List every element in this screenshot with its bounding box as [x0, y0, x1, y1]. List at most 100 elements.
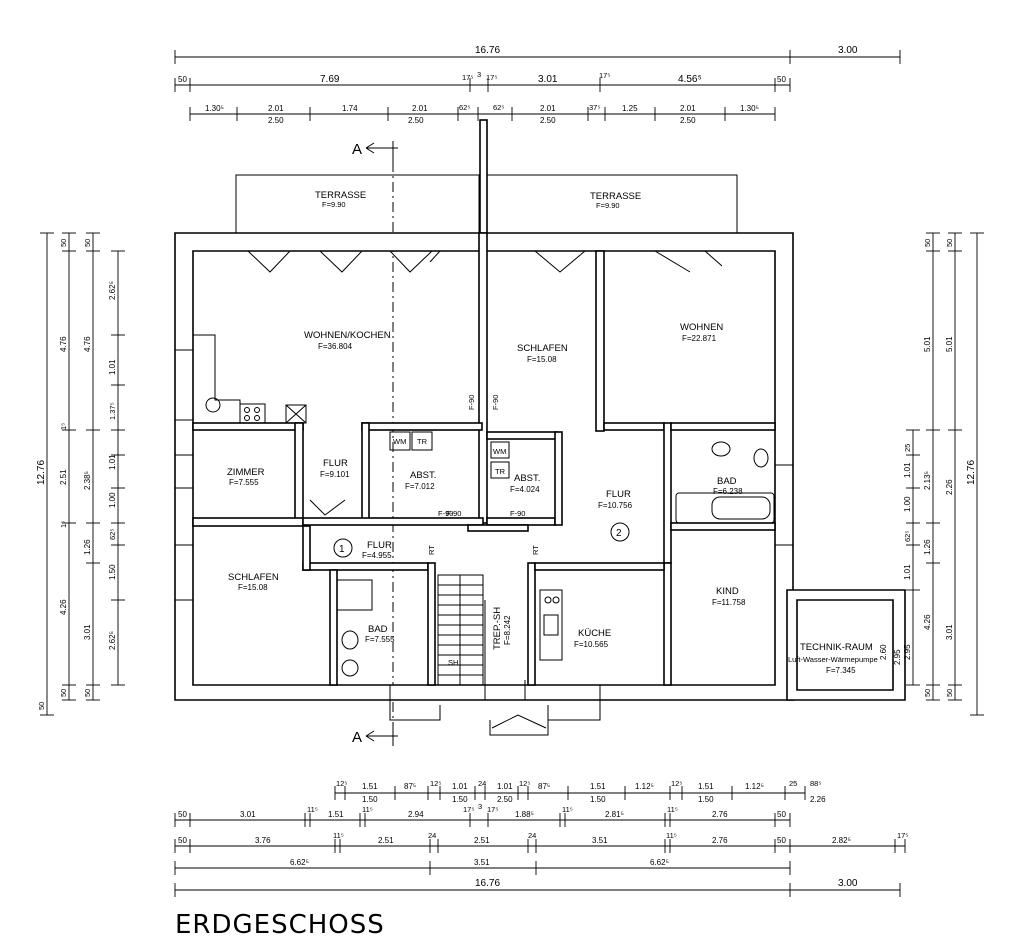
dim-right2-8: 2.95: [903, 644, 912, 660]
flur-2-area: F=10.756: [598, 501, 633, 510]
wohnen-area: F=22.871: [682, 334, 717, 343]
dim-bot1b-2: 2.50: [497, 795, 513, 804]
interior-walls: [192, 232, 776, 686]
bad-1-area: F=6.238: [713, 487, 743, 496]
dim-right1-0: 50: [923, 239, 932, 247]
dim-bot3-7: 3.51: [592, 836, 608, 845]
dim-top3a-10: 1.30⁵: [740, 104, 759, 113]
dim-left2-8: 3.01: [83, 624, 92, 640]
washer-1-icon: [389, 431, 411, 451]
dim-right1-2: 1.01: [903, 462, 912, 478]
dim-left3-4: 1.50: [108, 564, 117, 580]
trep-sh-name: TREP.-SH: [492, 607, 503, 650]
bottom-dimension-chains: 12⁵ 1.51 87⁵ 12⁵ 1.01 24 1.01 12⁵ 87⁵ 1.…: [174, 779, 908, 897]
unit-2-number: 2: [616, 528, 622, 539]
dim-top3a-4: 62⁵: [459, 103, 470, 112]
dim-left-total: 12.76: [36, 460, 47, 485]
wm-label-2: WM: [493, 447, 506, 456]
dim-bot1a-8: 87⁵: [538, 782, 550, 791]
dim-top3b-0: 2.50: [268, 116, 284, 125]
terrasse-1-area: F=9.90: [322, 200, 346, 209]
dim-bot1a-5: 24: [478, 779, 486, 788]
schlafen-2-area: F=15.08: [238, 583, 268, 592]
schlafen-2-name: SCHLAFEN: [228, 572, 279, 583]
dim-bot2-6: 17⁵: [463, 805, 474, 814]
rt-mark-1: RT: [427, 545, 436, 555]
kind-area: F=11.758: [712, 598, 746, 607]
trep-sh-area: F=8.242: [503, 615, 512, 645]
dim-bot3-4: 24: [428, 831, 436, 840]
dim-bot2-3: 1.51: [328, 810, 344, 819]
dim-bot1a-12: 1.51: [698, 782, 714, 791]
terrasse-2-name: TERRASSE: [590, 191, 641, 202]
dim-top3a-8: 1.25: [622, 104, 638, 113]
washer-2-icon: [490, 441, 510, 459]
dim-top3b-3: 2.50: [680, 116, 696, 125]
dim-bot2-9: 1.88⁵: [515, 810, 534, 819]
dim-right2-7: 3.01: [945, 624, 954, 640]
section-marker-bottom: A: [352, 729, 362, 746]
technik-name: TECHNIK-RAUM: [800, 642, 873, 653]
left-dimension-chains: 12.76 50 50 4.76 1⁵ 2.51 1⁵ 4.26 50 50 4…: [36, 232, 125, 716]
dim-bot1a-7: 12⁵: [519, 779, 530, 788]
dim-left1-0: 50: [59, 239, 68, 247]
dim-bot2-10: 11⁵: [562, 805, 573, 814]
dim-bot3-5: 2.51: [474, 836, 490, 845]
dim-left2-3: 1.37⁵: [108, 402, 117, 420]
dim-bot4-1: 3.51: [474, 858, 490, 867]
dim-left1-4: 1⁵: [59, 521, 68, 528]
dim-bot2-1: 3.01: [240, 810, 256, 819]
dim-top2-3: 3: [477, 70, 481, 79]
dim-left1-3: 2.51: [59, 469, 68, 485]
dim-bot4-2: 6.62⁵: [650, 858, 669, 867]
dim-bot2-11: 2.81⁵: [605, 810, 624, 819]
dim-bot4-0: 6.62⁵: [290, 858, 309, 867]
dim-bot3-6: 24: [528, 831, 536, 840]
dim-top3a-7: 37⁵: [589, 103, 600, 112]
bad-1-name: BAD: [717, 476, 737, 487]
dim-top-total: 16.76: [475, 45, 500, 56]
terrasse-2-area: F=9.90: [596, 201, 620, 210]
dim-bot2-14: 50: [777, 810, 786, 819]
tr-label-1: TR: [417, 437, 428, 446]
dim-bot1a-13: 1.12⁵: [745, 782, 764, 791]
staircase: SH: [437, 574, 526, 701]
section-marker-top: A: [352, 141, 362, 158]
dryer-1-icon: [411, 431, 433, 451]
dim-right1-5: 4.26: [923, 614, 932, 630]
bad-2-area: F=7.555: [365, 635, 395, 644]
dim-right-total: 12.76: [966, 460, 977, 485]
fire-mark-4: F-90: [510, 509, 525, 518]
stair-label: SH: [448, 658, 458, 667]
dim-bot1a-3: 12⁵: [430, 779, 441, 788]
dim-bot1a-9: 1.51: [590, 782, 606, 791]
dim-right1-6: 50: [923, 689, 932, 697]
dim-bot5-total: 16.76: [475, 878, 500, 889]
kueche-name: KÜCHE: [578, 628, 611, 639]
dim-bot1b-1: 1.50: [452, 795, 468, 804]
flur-1-name: FLUR: [323, 458, 348, 469]
flur-1-area: F=9.101: [320, 470, 350, 479]
dim-bot2-12: 11⁵: [667, 805, 678, 814]
fire-mark-2: F-90: [491, 395, 500, 410]
flur-3-name: FLUR: [367, 540, 392, 551]
terrasse-1-name: TERRASSE: [315, 190, 366, 201]
fire-mark-5: F-90: [446, 509, 461, 518]
unit-1-number: 1: [339, 544, 345, 555]
dim-left2-5: 2.38⁵: [83, 471, 92, 490]
dim-bot1a-10: 1.12⁵: [635, 782, 654, 791]
dim-top3a-9: 2.01: [680, 104, 696, 113]
bad-2-name: BAD: [368, 624, 388, 635]
dim-bot3-3: 2.51: [378, 836, 394, 845]
dim-bot5-extra: 3.00: [838, 878, 858, 889]
dim-bot1a-1: 1.51: [362, 782, 378, 791]
dim-top3a-5: 62⁵: [493, 103, 504, 112]
dim-bot1a-15: 88⁵: [810, 779, 821, 788]
dim-bot3-0: 50: [178, 836, 187, 845]
fire-mark-1: F-90: [467, 395, 476, 410]
dim-left2-4: 1.01: [108, 454, 117, 470]
wohnen-kochen-area: F=36.804: [318, 342, 353, 351]
dim-bot1a-0: 12⁵: [336, 779, 347, 788]
dim-bot3-1: 3.76: [255, 836, 271, 845]
